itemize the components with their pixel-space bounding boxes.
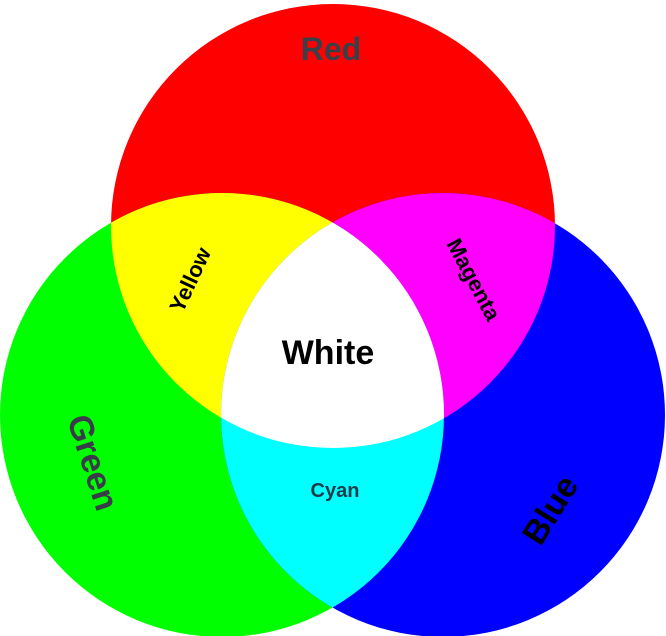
white-overlap: [221, 193, 444, 448]
cyan-label: Cyan: [311, 480, 360, 502]
white-label: White: [282, 334, 375, 372]
red-label: Red: [301, 31, 361, 67]
